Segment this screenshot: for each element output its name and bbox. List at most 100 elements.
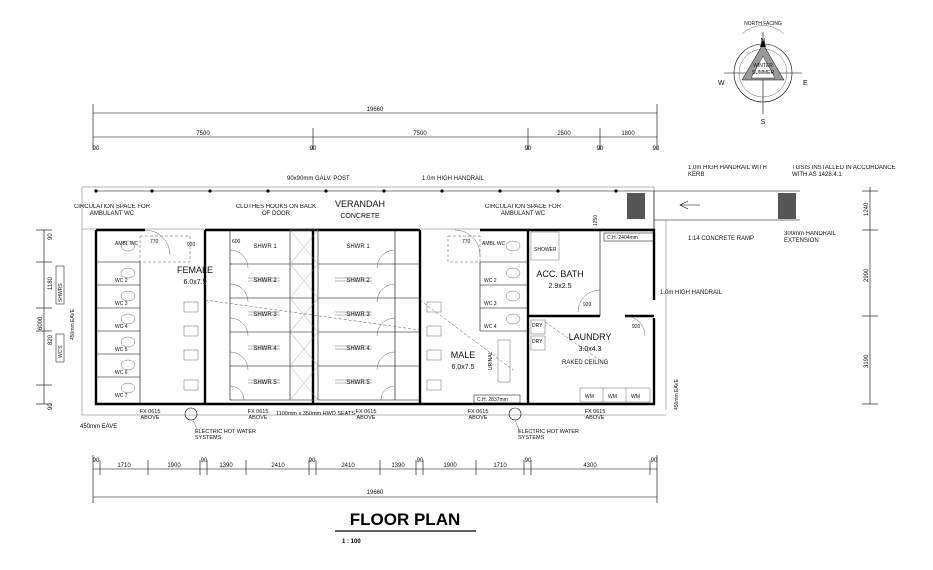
note-handrail-kerb: 1.0m HIGH HANDRAIL WITH KERB: [688, 165, 767, 178]
room-verandah-sub: CONCRETE: [340, 213, 380, 220]
door-width-1: 770: [150, 239, 159, 245]
room-male-size: 6.0x7.5: [452, 364, 475, 371]
note-clothes-hooks: CLOTHES HOOKS ON BACK OF DOOR: [235, 204, 317, 217]
dim-top-seg-3: 2500: [557, 131, 571, 137]
compass-summer: SUMMER: [752, 70, 775, 76]
dim-top-seg-1: 7500: [196, 131, 210, 137]
label-wm-3: WM: [631, 394, 640, 400]
note-fx-2: FX 0615 ABOVE: [247, 409, 269, 421]
wc-right-2: WC 2: [484, 278, 497, 284]
dim-top-tick-2: 90: [310, 146, 317, 152]
wc-left-7: WC 7: [115, 393, 128, 399]
tag-wcs: WC'S: [58, 345, 64, 358]
room-male: MALE: [451, 350, 476, 360]
room-laundry-size: 3.0x4.3: [579, 346, 602, 353]
note-fx-5: FX 0615 ABOVE: [584, 409, 606, 421]
dim-right-3: 3190: [864, 354, 870, 368]
label-dry-2: DRY: [532, 339, 543, 345]
wc-left-3: WC 3: [115, 301, 128, 307]
verandah-area: VERANDAH CONCRETE: [81, 186, 800, 230]
wc-left-4: WC 4: [115, 324, 128, 330]
dim-bot-1: 90: [93, 458, 100, 464]
wc-right-1: AMBL WC: [482, 241, 506, 247]
dim-bot-13: 90: [525, 458, 532, 464]
door-width-4: 770: [462, 239, 471, 245]
wc-left-5: WC 5: [115, 347, 128, 353]
dim-bot-14: 4300: [583, 463, 597, 469]
shower-left-4: SHWR 4: [253, 346, 277, 352]
tag-shwrs: SHWRS: [58, 283, 64, 302]
label-shower: SHOWER: [534, 247, 557, 253]
note-fx-4: FX 0615 ABOVE: [467, 409, 489, 421]
room-verandah: VERANDAH: [335, 199, 385, 209]
dim-top-overall: 19660: [367, 107, 384, 113]
note-handrail-side: 1.0m HIGH HANDRAIL: [660, 290, 723, 296]
dim-right-1: 1240: [864, 202, 870, 216]
room-female-size: 6.0x7.5: [184, 279, 207, 286]
shower-right-4: SHWR 4: [346, 346, 370, 352]
compass-rose: N S E W NORTH FACING WINTER SUMMER: [718, 21, 808, 126]
room-female: FEMALE: [177, 265, 213, 275]
dim-bot-10: 90: [417, 458, 424, 464]
note-circulation-left: CIRCULATION SPACE FOR AMBULANT WC: [73, 204, 151, 217]
shower-right-5: SHWR 5: [346, 380, 370, 386]
room-acc-bath-size: 2.9x2.5: [549, 283, 572, 290]
label-wm-2: WM: [608, 394, 617, 400]
note-hwd-seats: 1100mm x 350mm HWD SEATS: [276, 411, 355, 417]
wc-left-6: WC 6: [115, 370, 128, 376]
top-dimensions: 19660 7500 7500 2500 1800 90 90 90 90 90: [93, 104, 660, 152]
door-width-2: 920: [187, 242, 196, 248]
shower-right-1: SHWR 1: [346, 244, 370, 250]
label-ch-male: C.H. 2837mm: [477, 397, 508, 403]
dim-bot-2: 1710: [117, 463, 131, 469]
label-wm-1: WM: [585, 394, 594, 400]
compass-winter: WINTER: [753, 63, 773, 69]
dim-bot-11: 1900: [443, 463, 457, 469]
shower-right-2: SHWR 2: [346, 278, 370, 284]
note-eave-right: 450mm EAVE: [674, 378, 680, 410]
note-ramp: 1:14 CONCRETE RAMP: [688, 236, 754, 242]
note-tgsis: TGSIS INSTALLED IN ACCORDANCE WITH AS 14…: [792, 165, 896, 178]
note-eave-bottom: 450mm EAVE: [80, 424, 117, 430]
dim-top-tick-1: 90: [93, 146, 100, 152]
dim-top-tick-5: 90: [653, 146, 660, 152]
shower-left-5: SHWR 5: [253, 380, 277, 386]
label-dry-1: DRY: [532, 323, 543, 329]
dim-left-2: 1180: [48, 276, 54, 290]
dim-bot-overall: 19660: [367, 490, 384, 496]
note-hot-water-right: ELECTRIC HOT WATER SYSTEMS: [518, 429, 580, 441]
shower-left-1: SHWR 1: [253, 244, 277, 250]
dim-left-1: 90: [48, 233, 54, 240]
dim-top-tick-3: 90: [525, 146, 532, 152]
building-walls: [81, 220, 667, 416]
note-circulation-right: CIRCULATION SPACE FOR AMBULANT WC: [484, 204, 562, 217]
dim-top-tick-4: 90: [597, 146, 604, 152]
shower-right-3: SHWR 3: [346, 312, 370, 318]
wc-left-2: WC 2: [115, 278, 128, 284]
door-width-5: 920: [583, 302, 592, 308]
compass-north-facing: NORTH FACING: [744, 21, 782, 27]
dim-left-4: 90: [48, 403, 54, 410]
wc-right-3: WC 3: [484, 301, 497, 307]
shower-left-2: SHWR 2: [253, 278, 277, 284]
room-acc-bath: ACC. BATH: [536, 269, 583, 279]
dim-bot-7: 90: [309, 458, 316, 464]
dim-1250: 1250: [593, 215, 599, 226]
dim-bot-6: 2410: [271, 463, 285, 469]
compass-e: E: [803, 80, 808, 87]
dim-bot-4: 90: [201, 458, 208, 464]
dim-right-2: 2990: [864, 268, 870, 282]
dim-bot-5: 1390: [219, 463, 233, 469]
note-hot-water-left: ELECTRIC HOT WATER SYSTEMS: [195, 429, 257, 441]
left-dimensions: 6000 90 1180 820 90 SHWRS WC'S 450mm EAV…: [36, 229, 76, 410]
compass-s: S: [761, 119, 766, 126]
drawing-title: FLOOR PLAN: [350, 510, 461, 529]
note-galv-post: 90x90mm GALV. POST: [287, 176, 350, 182]
door-width-3: 600: [232, 239, 241, 245]
wc-left-1: AMBL WC: [115, 241, 139, 247]
dim-bot-15: 90: [651, 458, 658, 464]
label-urinal: URINAL: [488, 351, 494, 370]
dim-top-seg-2: 7500: [413, 131, 427, 137]
dim-bot-8: 2410: [341, 463, 355, 469]
